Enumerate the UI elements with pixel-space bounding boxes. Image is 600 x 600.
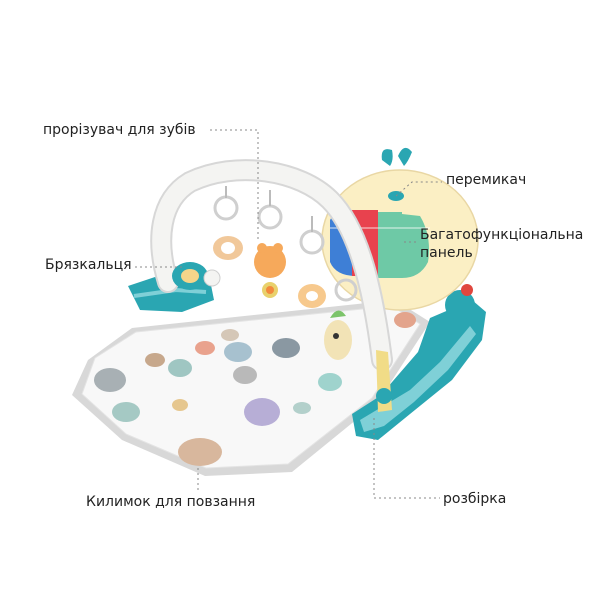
label-panel-line1: Багатофункціональна — [420, 227, 584, 243]
teether-toy — [213, 236, 243, 260]
left-rattle-toy — [172, 262, 221, 290]
play-arch — [150, 159, 393, 412]
hanging-toys — [172, 186, 358, 360]
label-panel: Багатофункціональна панель — [420, 226, 583, 262]
leader-teether — [210, 129, 259, 242]
label-switch: перемикач — [446, 172, 527, 188]
bear-rattle-toy — [254, 243, 286, 298]
label-connector: розбірка — [443, 491, 507, 507]
orange-rattle-toy — [298, 284, 326, 308]
leader-switch — [395, 181, 442, 197]
label-panel-line2: панель — [420, 245, 473, 261]
leader-connector — [373, 418, 440, 499]
label-mat: Килимок для повзання — [86, 494, 256, 510]
label-rattles: Брязкальця — [45, 257, 132, 273]
green-bird-toy — [324, 310, 352, 360]
leader-lines — [135, 129, 442, 499]
label-teether: прорізувач для зубів — [43, 122, 196, 138]
